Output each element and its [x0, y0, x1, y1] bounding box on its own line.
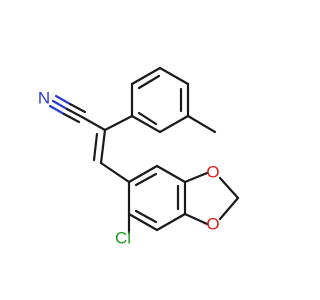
tolyl-bond-2 [130, 66, 162, 86]
nitrile-bond-c-segment-2 [68, 102, 87, 114]
nitrile-bond-n-segment-3 [48, 104, 66, 116]
tolyl-bond-3 [158, 66, 190, 86]
benzo-bond-5 [127, 212, 159, 232]
molecule-structure: N O O Cl [38, 66, 240, 247]
nitrile-bond-c-segment-3 [62, 112, 81, 124]
benzodioxole-ring [127, 164, 187, 232]
nitrile-triple-bond [48, 94, 87, 124]
benzo-bond-2 [155, 164, 187, 184]
tolyl-bond-2-inner [137, 74, 161, 90]
benzo-bond-1 [127, 164, 159, 184]
alkene-bond-outer [99, 128, 107, 165]
dioxole-bond-o-ch2-top [218, 176, 240, 200]
oxygen-bottom-label: O [206, 214, 219, 233]
nitrile-bond-n-segment-2 [54, 94, 72, 106]
tolyl-bond-5 [158, 114, 190, 134]
dioxole-bond-o-c-bottom [183, 212, 209, 226]
bond-alpha-to-tolyl [103, 114, 134, 132]
dioxole-ring [183, 171, 240, 226]
methyl-bond [186, 114, 217, 134]
nitrile-bond-c-segment-1 [65, 107, 84, 119]
tolyl-bond-6-inner [137, 111, 158, 126]
benzo-bond-4 [155, 212, 187, 232]
nitrogen-label: N [38, 88, 50, 107]
bond-nitrile-to-alpha [80, 115, 107, 132]
alkene-bond-inner [92, 132, 99, 162]
chlorine-label: Cl [115, 228, 131, 247]
nitrile-bond-n-segment-1 [51, 99, 69, 111]
benzo-bond-5-inner [134, 209, 158, 224]
tolyl-bond-6 [130, 114, 162, 134]
bond-vinyl-to-benzodioxole [99, 161, 131, 184]
tolyl-ring [130, 66, 217, 134]
benzo-bond-1-inner [134, 172, 158, 187]
dioxole-bond-ch2-o-bottom [218, 196, 240, 221]
oxygen-top-label: O [206, 162, 219, 181]
dioxole-bond-c-o-top [183, 171, 209, 184]
molecule-diagram: N O O Cl [38, 66, 240, 247]
